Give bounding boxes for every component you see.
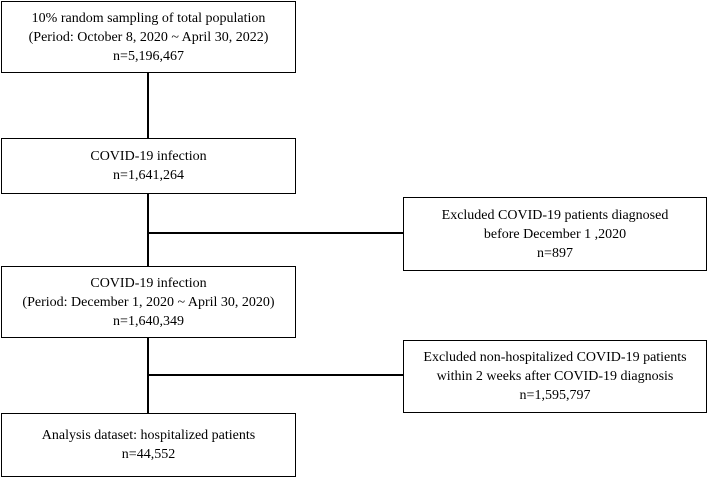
analysis-dataset-count: n=44,552 [121,447,176,462]
exclusion-early-diagnosis-count: n=897 [537,245,573,261]
population-sampling-count: n=5,196,467 [113,48,184,64]
covid-infection-period-range: (Period: December 1, 2020 ~ April 30, 20… [22,294,275,310]
exclusion-early-diagnosis-line1: Excluded COVID-19 patients diagnosed [441,207,669,223]
population-sampling-box: 10% random sampling of total population … [1,1,296,73]
population-sampling-title: 10% random sampling of total population [31,10,266,26]
covid-infection-period-title: COVID-19 infection [90,275,207,291]
analysis-dataset-box: Analysis dataset: hospitalized patients … [1,413,296,477]
connector-line-2 [147,194,149,266]
covid-infection-box: COVID-19 infection n=1,641,264 [1,138,296,194]
exclusion-early-diagnosis-box: Excluded COVID-19 patients diagnosed bef… [403,197,707,271]
covid-infection-period-box: COVID-19 infection (Period: December 1, … [1,266,296,338]
exclusion-branch-line-2 [147,374,403,376]
covid-infection-period-count: n=1,640,349 [113,313,184,329]
connector-line-1 [147,73,149,138]
analysis-dataset-title: Analysis dataset: hospitalized patients [41,428,256,443]
covid-infection-count: n=1,641,264 [113,168,184,183]
exclusion-branch-line-1 [147,232,403,234]
covid-infection-title: COVID-19 infection [90,149,207,164]
exclusion-non-hospitalized-box: Excluded non-hospitalized COVID-19 patie… [403,340,707,413]
connector-line-3 [147,338,149,413]
population-sampling-period: (Period: October 8, 2020 ~ April 30, 202… [28,29,269,45]
exclusion-non-hospitalized-count: n=1,595,797 [519,388,591,403]
exclusion-non-hospitalized-line1: Excluded non-hospitalized COVID-19 patie… [423,350,687,365]
exclusion-non-hospitalized-line2: within 2 weeks after COVID-19 diagnosis [436,369,674,384]
exclusion-early-diagnosis-line2: before December 1 ,2020 [483,226,627,242]
